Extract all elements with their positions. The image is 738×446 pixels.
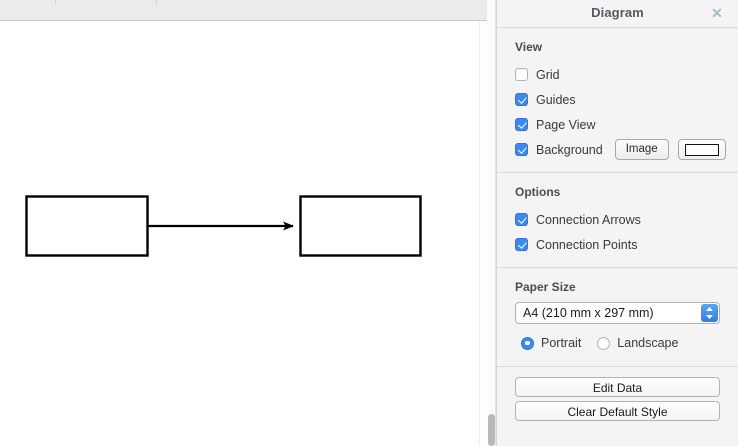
checkbox-row-connection-points[interactable]: Connection Points [497, 232, 738, 257]
view-section-title: View [515, 40, 543, 54]
paper-size-section: Paper Size A4 (210 mm x 297 mm) Portrait… [497, 268, 738, 367]
format-panel: Diagram ✕ View Grid Guides Page View Bac… [496, 0, 738, 446]
panel-scrollbar-thumb[interactable] [488, 414, 495, 446]
rectangle-2[interactable] [299, 195, 422, 257]
checkbox-row-background[interactable]: Background Image [497, 137, 738, 162]
background-image-button[interactable]: Image [614, 139, 669, 160]
canvas-right-gutter [479, 21, 487, 446]
orientation-radio-group: Portrait Landscape [497, 330, 738, 356]
checkbox-label-connection-arrows: Connection Arrows [536, 212, 641, 227]
checkbox-connection-arrows[interactable] [515, 213, 528, 226]
toolbar-divider-1 [55, 0, 56, 4]
clear-default-style-button[interactable]: Clear Default Style [515, 401, 720, 421]
checkbox-page-view[interactable] [515, 118, 528, 131]
checkbox-label-background: Background [536, 142, 603, 157]
checkbox-grid[interactable] [515, 68, 528, 81]
checkbox-row-connection-arrows[interactable]: Connection Arrows [497, 207, 738, 232]
checkbox-row-grid[interactable]: Grid [497, 62, 738, 87]
rectangle-1[interactable] [25, 195, 149, 257]
panel-scrollbar[interactable] [487, 0, 496, 446]
checkbox-label-grid: Grid [536, 67, 560, 82]
radio-portrait[interactable] [521, 336, 534, 350]
view-section: View Grid Guides Page View Background Im… [497, 28, 738, 173]
checkbox-label-guides: Guides [536, 92, 576, 107]
actions-section: Edit Data Clear Default Style [497, 367, 738, 435]
background-color-swatch [684, 143, 719, 156]
radio-label-landscape: Landscape [617, 336, 679, 350]
toolbar-divider-2 [156, 0, 157, 4]
close-icon[interactable]: ✕ [711, 5, 723, 21]
options-section-title: Options [515, 185, 561, 199]
checkbox-background[interactable] [515, 143, 528, 156]
diagram-svg [25, 195, 422, 257]
canvas-region[interactable] [0, 0, 487, 446]
paper-size-select-wrap: A4 (210 mm x 297 mm) [515, 302, 720, 324]
canvas-sheet[interactable] [0, 21, 479, 446]
panel-title: Diagram [591, 5, 644, 20]
edit-data-button[interactable]: Edit Data [515, 377, 720, 397]
radio-landscape[interactable] [597, 336, 611, 350]
checkbox-connection-points[interactable] [515, 238, 528, 251]
chevron-updown-icon[interactable] [701, 304, 718, 322]
paper-size-select[interactable]: A4 (210 mm x 297 mm) [515, 302, 720, 324]
canvas-toolbar[interactable] [0, 0, 487, 21]
checkbox-label-connection-points: Connection Points [536, 237, 638, 252]
checkbox-row-guides[interactable]: Guides [497, 87, 738, 112]
checkbox-guides[interactable] [515, 93, 528, 106]
background-color-button[interactable] [677, 139, 726, 160]
checkbox-label-page-view: Page View [536, 117, 596, 132]
paper-size-section-title: Paper Size [515, 280, 576, 294]
panel-header: Diagram ✕ [497, 0, 738, 28]
checkbox-row-page-view[interactable]: Page View [497, 112, 738, 137]
radio-label-portrait: Portrait [541, 336, 582, 350]
options-section: Options Connection Arrows Connection Poi… [497, 173, 738, 268]
